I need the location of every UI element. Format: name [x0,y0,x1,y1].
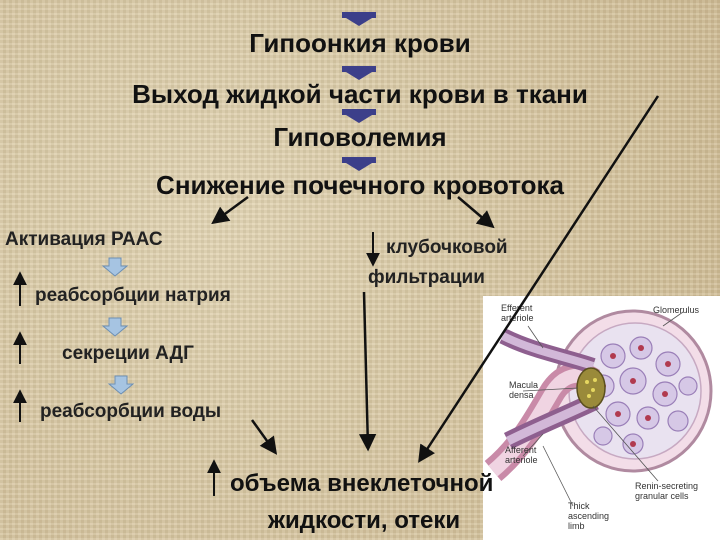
raas-step-arrow-3 [107,375,135,395]
chain-step-hypooncia: Гипоонкия крови [249,28,471,58]
water-reabsorption-label: реабсорбции воды [40,401,222,422]
chain-arrow-4 [342,157,376,171]
fluid-exit-to-outcome-arrow [418,95,660,463]
macula-densa-label: Macula densa [509,380,539,400]
raas-step-arrow-2 [101,317,129,337]
juxtaglomerular-figure: Glomerulus Efferent arteriole Macula den… [483,296,720,540]
renin-cells-label: Renin-secreting granular cells [635,481,699,501]
afferent-arteriole-label: Afferent arteriole [505,445,538,465]
chain-arrow-1 [342,12,376,26]
raas-step-arrow-1 [101,257,129,277]
ecf-volume-label: объема внеклеточной [230,470,494,497]
thick-ascending-limb-label: Thick ascending limb [568,501,610,531]
adh-secretion-label: секреции АДГ [62,343,194,364]
edema-label: жидкости, отеки [268,507,461,534]
branch-arrow-right [457,196,495,229]
chain-arrow-2 [342,66,376,80]
branch-arrow-left [211,195,249,225]
chain-step-renal-flow: Снижение почечного кровотока [156,170,564,200]
sodium-reabsorption-label: реабсорбции натрия [35,285,231,306]
juxtaglomerular-illustration [484,309,713,507]
chain-step-fluid-exit: Выход жидкой части крови в ткани [132,79,588,109]
glomerulus-label: Glomerulus [653,305,700,315]
chain-arrow-3 [342,109,376,123]
filtration-to-outcome-arrow [358,291,377,452]
glomerular-label-2: фильтрации [368,267,485,288]
efferent-arteriole-label: Efferent arteriole [501,303,534,323]
water-to-outcome-arrow [250,419,278,455]
raas-activation-label: Активация РААС [5,229,163,250]
chain-step-hypovolemia: Гиповолемия [273,122,447,152]
glomerular-label-1: клубочковой [386,237,508,258]
